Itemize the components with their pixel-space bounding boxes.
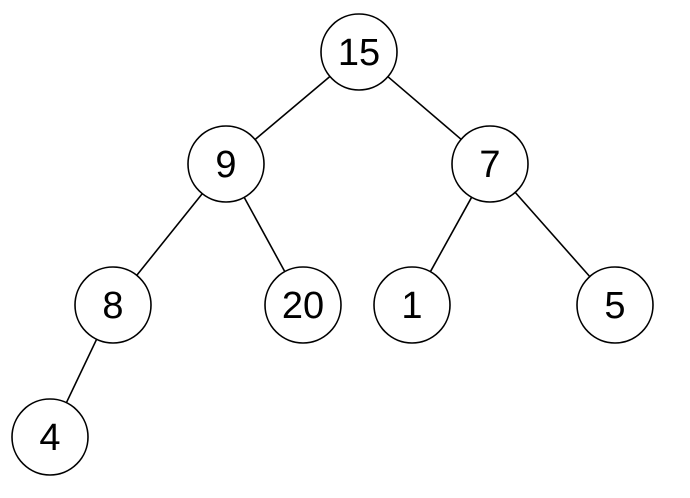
tree-edge (65, 338, 98, 404)
tree-edge (387, 76, 462, 140)
tree-edge (254, 75, 331, 141)
tree-node-label: 1 (401, 285, 422, 327)
tree-node-circle (576, 266, 654, 344)
tree-node-label: 9 (215, 144, 236, 186)
tree-node: 5 (576, 266, 654, 344)
tree-node-label: 4 (39, 417, 60, 459)
tree-node-label: 8 (102, 285, 123, 327)
tree-node: 4 (11, 398, 89, 476)
tree-node-label: 7 (479, 144, 500, 186)
tree-node: 7 (451, 125, 529, 203)
tree-edge (136, 193, 203, 276)
tree-node-circle (187, 125, 265, 203)
tree-node-label: 5 (604, 285, 625, 327)
tree-node-circle (320, 13, 398, 91)
tree-node-label: 20 (282, 285, 324, 327)
tree-node: 15 (320, 13, 398, 91)
tree-node-circle (74, 266, 152, 344)
tree-node-label: 15 (338, 32, 380, 74)
tree-node: 1 (373, 266, 451, 344)
tree-node-circle (451, 125, 529, 203)
tree-edge (243, 197, 286, 272)
tree-edge (429, 196, 473, 273)
tree-node-circle (373, 266, 451, 344)
tree-node: 9 (187, 125, 265, 203)
tree-node-circle (264, 266, 342, 344)
tree-node-circle (11, 398, 89, 476)
tree-edge (514, 191, 591, 278)
tree-node: 20 (264, 266, 342, 344)
tree-node: 8 (74, 266, 152, 344)
edges-layer (65, 75, 591, 404)
